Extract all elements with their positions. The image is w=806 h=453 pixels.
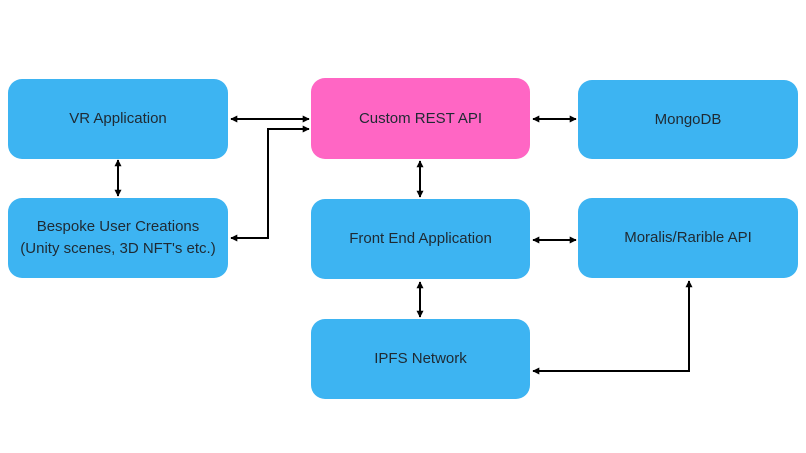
moralis-rarible-api-node: Moralis/Rarible API: [578, 198, 798, 278]
vr-application-label: VR Application: [69, 110, 167, 127]
mongodb-node: MongoDB: [578, 80, 798, 159]
mongodb-label: MongoDB: [654, 110, 722, 128]
ipfs-network-label: IPFS Network: [374, 350, 467, 367]
vr-application-node: VR Application: [8, 79, 228, 159]
custom-rest-api-node: Custom REST API: [311, 78, 530, 159]
ipfs-network-node: IPFS Network: [311, 319, 530, 399]
custom-rest-api-label: Custom REST API: [358, 109, 483, 127]
arrow-ipfs-to-moralis: [532, 280, 693, 375]
bespoke-user-creations-label: Bespoke User Creations (Unity scenes, 3D…: [20, 218, 216, 257]
bespoke-user-creations-node: Bespoke User Creations (Unity scenes, 3D…: [8, 198, 228, 278]
arrow-bespoke-to-rest-api: [230, 125, 310, 242]
moralis-rarible-api-label: Moralis/Rarible API: [624, 229, 752, 246]
front-end-application-label: Front End Application: [349, 230, 492, 247]
front-end-application-node: Front End Application: [311, 199, 530, 279]
